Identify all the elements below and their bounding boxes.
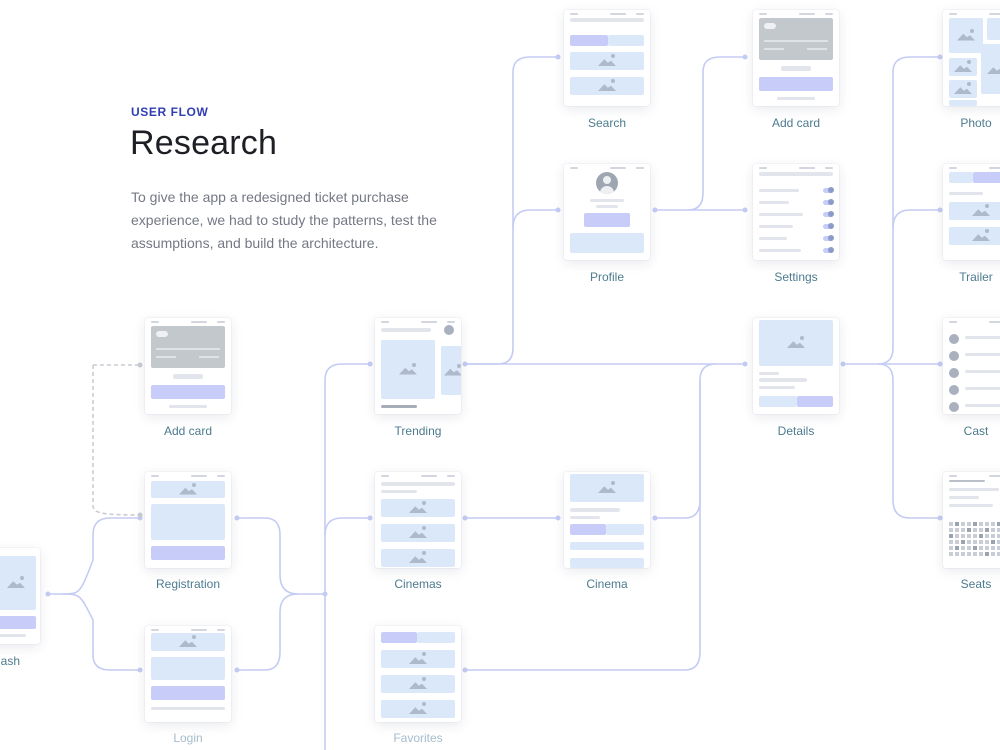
page-title: Research [130,124,278,162]
screen-registration[interactable] [145,472,231,568]
screen-label-seats: Seats [960,577,992,591]
screen-label-favorites: Favorites [393,731,443,745]
screen-label-profile: Profile [589,270,624,284]
screen-label-trailers: Trailer [959,270,993,284]
screen-label-settings: Settings [774,270,818,284]
register-button [151,546,225,560]
screen-label-add-card-top: Add card [771,116,821,130]
screen-label-registration: Registration [155,577,221,591]
screen-cast[interactable] [943,318,1000,414]
page-description: To give the app a redesigned ticket purc… [131,189,437,251]
screen-favorites[interactable] [375,626,461,722]
screen-label-cinema: Cinema [586,577,628,591]
section-eyebrow: USER FLOW [131,105,209,119]
screen-splash[interactable] [0,548,40,644]
screen-cinema[interactable] [564,472,650,568]
screen-label-add-card-left: Add card [163,424,213,438]
screen-label-search: Search [587,116,627,130]
screen-trailers[interactable] [943,164,1000,260]
seat-map [949,522,1000,556]
book-button [797,396,833,407]
splash-button [0,616,36,629]
screen-label-cast: Cast [963,424,989,438]
profile-avatar-icon [596,172,618,194]
search-field [570,35,608,46]
screen-label-cinemas: Cinemas [394,577,442,591]
screen-label-details: Details [777,424,815,438]
screen-cinemas[interactable] [375,472,461,568]
login-button [151,686,225,700]
screen-login[interactable] [145,626,231,722]
screen-label-photos: Photo [960,116,992,130]
screen-label-splash: ash [0,654,20,668]
splash-image [0,556,36,610]
screen-seats[interactable] [943,472,1000,568]
screen-label-trending: Trending [394,424,442,438]
avatar-icon [444,325,454,335]
add-card-button [151,385,225,399]
screen-profile[interactable] [564,164,650,260]
screen-add-card-top[interactable] [753,10,839,106]
screen-settings[interactable] [753,164,839,260]
screen-photos[interactable] [943,10,1000,106]
credit-card-graphic [151,326,225,368]
screen-trending[interactable] [375,318,461,414]
screen-label-login: Login [173,731,203,745]
screen-details[interactable] [753,318,839,414]
screen-search[interactable] [564,10,650,106]
screen-add-card-left[interactable] [145,318,231,414]
